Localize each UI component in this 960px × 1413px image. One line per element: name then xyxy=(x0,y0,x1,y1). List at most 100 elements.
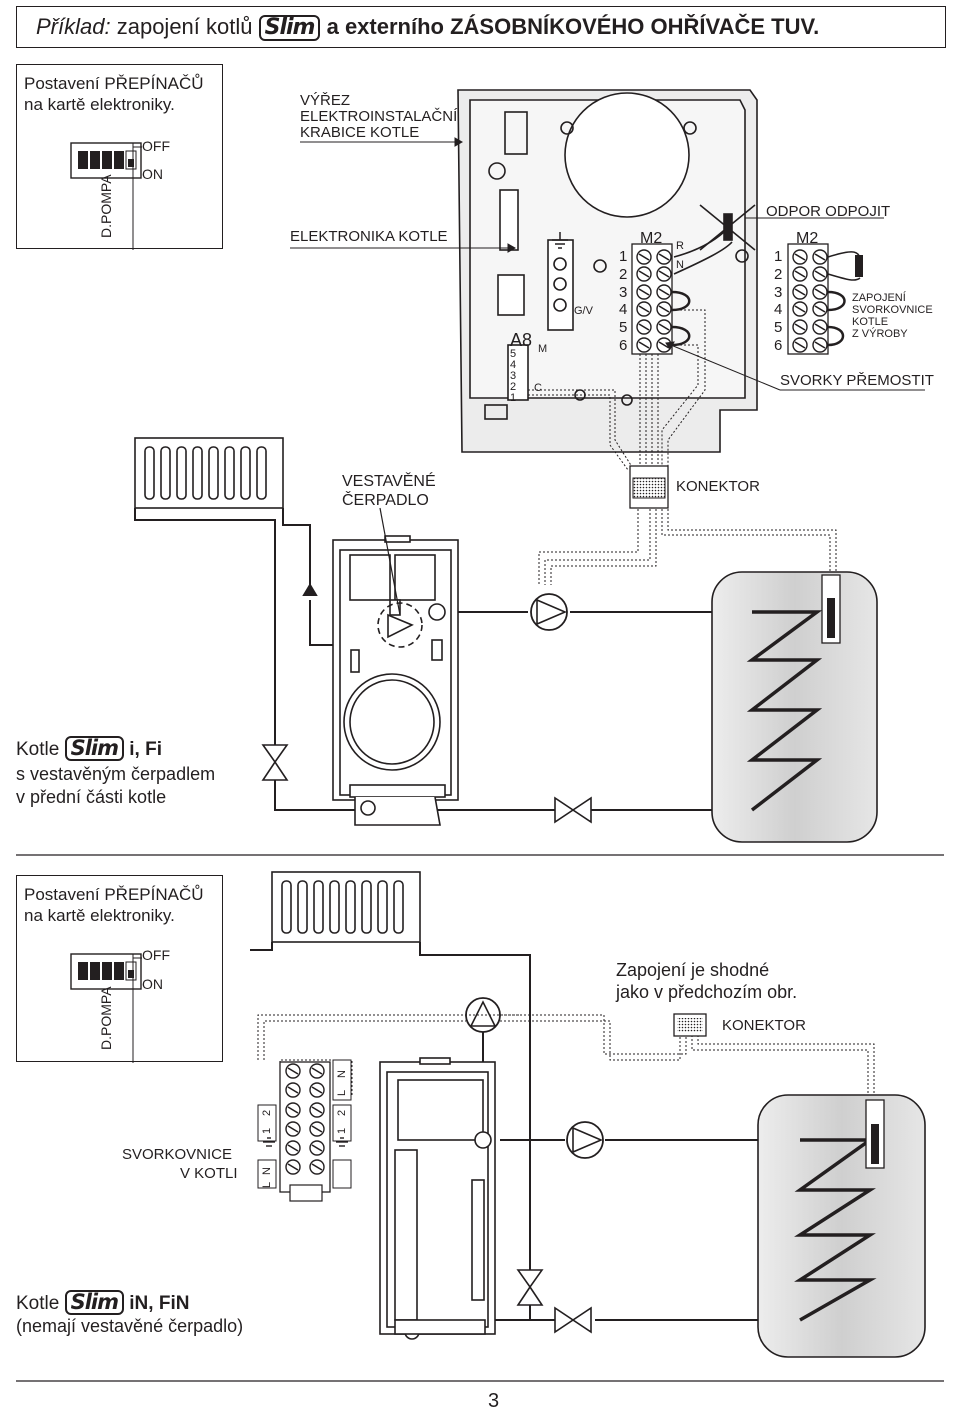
term-l-left: L xyxy=(261,1181,273,1188)
terminal-block-m2-left xyxy=(631,243,691,355)
m-label: M xyxy=(538,343,548,355)
switch-bottom-on: ON xyxy=(142,976,163,992)
m2r-term-1: 1 xyxy=(774,248,783,265)
slim-logo-top: Slim xyxy=(64,736,124,761)
valve-bottom-horizontal xyxy=(554,1306,592,1334)
a8-pin-4: 4 xyxy=(510,359,517,371)
zapojeni-line3: KOTLE xyxy=(852,316,889,328)
term-n-left: N xyxy=(261,1167,273,1175)
electronics-label: ELEKTRONIKA KOTLE xyxy=(290,228,448,245)
switch-bottom-line1: Postavení PŘEPÍNAČŮ xyxy=(24,885,204,904)
pump-top xyxy=(530,593,568,631)
svorkovnice-line1: SVORKOVNICE xyxy=(122,1146,233,1163)
terminal-strip-bottom xyxy=(257,1059,352,1202)
m2l-term-2: 2 xyxy=(619,266,628,283)
switch-top-on: ON xyxy=(142,166,163,182)
m2r-term-3: 3 xyxy=(774,284,783,301)
valve-bottom-top xyxy=(554,796,592,824)
dip-switch-top xyxy=(70,142,142,250)
r-label: R xyxy=(676,240,684,252)
boiler-top xyxy=(332,535,459,826)
switch-top-pump: D.POMPA xyxy=(98,174,114,238)
a8-pin-3: 3 xyxy=(510,370,517,382)
page-title: Příklad: zapojení kotlů Slim a externího… xyxy=(36,14,819,41)
title-suffix: a externího ZÁSOBNÍKOVÉHO OHŘÍVAČE TUV. xyxy=(326,14,820,39)
switch-panel-top xyxy=(16,64,223,250)
odpor-label: ODPOR ODPOJIT xyxy=(766,203,891,220)
ground-icon xyxy=(552,232,568,249)
m2l-term-4: 4 xyxy=(619,301,628,318)
m2l-term-1: 1 xyxy=(619,248,628,265)
switch-top-line2: na kartě elektroniky. xyxy=(24,95,175,114)
kotle-bottom-line2: (nemají vestavěné čerpadlo) xyxy=(16,1316,244,1336)
electrical-box xyxy=(457,89,758,453)
a8-label: A8 xyxy=(510,330,533,350)
cutout-line3: KRABICE KOTLE xyxy=(300,124,420,141)
m2-right-label: M2 xyxy=(796,230,819,247)
zapojeni-bottom-line2: jako v předchozím obr. xyxy=(616,982,798,1002)
switch-top-line1: Postavení PŘEPÍNAČŮ xyxy=(24,74,204,93)
m2l-term-5: 5 xyxy=(619,319,628,336)
radiator-top xyxy=(134,437,284,509)
pump-bottom-2 xyxy=(566,1121,604,1159)
m2-left-label: M2 xyxy=(640,230,663,247)
connector-top xyxy=(629,465,669,509)
a8-pin-5: 5 xyxy=(510,348,517,360)
kotle-top-line3: v přední části kotle xyxy=(16,787,167,807)
resistor-crossed-icon xyxy=(673,204,756,275)
boiler-bottom xyxy=(379,1057,496,1340)
ground-icon-bottom xyxy=(263,1137,348,1147)
valve-left-top xyxy=(261,744,289,781)
konektor-bottom-label: KONEKTOR xyxy=(722,1017,806,1034)
switch-bottom-pump: D.POMPA xyxy=(98,986,114,1050)
svorkovnice-line2: V KOTLI xyxy=(180,1165,238,1182)
valve-bottom-vertical xyxy=(516,1269,544,1306)
zapojeni-bottom-line1: Zapojení je shodné xyxy=(616,960,770,980)
zapojeni-line1: ZAPOJENÍ xyxy=(852,292,906,304)
cutout-line1: VÝŘEZ xyxy=(300,92,351,109)
term-2-right: 2 xyxy=(336,1109,348,1116)
term-l-right: L xyxy=(336,1089,348,1096)
zapojeni-line2: SVORKOVNICE xyxy=(852,304,933,316)
title-frame xyxy=(16,6,946,48)
m2r-term-2: 2 xyxy=(774,266,783,283)
kotle-bottom-title: Kotle Slim iN, FiN xyxy=(16,1290,189,1315)
switch-top-off: OFF xyxy=(142,138,170,154)
kotle-top-title: Kotle Slim i, Fi xyxy=(16,736,162,761)
kotle-bottom-model: iN, FiN xyxy=(129,1293,190,1314)
switch-bottom-off: OFF xyxy=(142,947,170,963)
m2l-term-6: 6 xyxy=(619,337,628,354)
signal-cables-bottom xyxy=(257,1014,875,1105)
title-middle: zapojení kotlů xyxy=(116,14,253,39)
c-label: C xyxy=(534,382,542,394)
radiator-bottom xyxy=(271,871,421,943)
slim-logo-bottom: Slim xyxy=(64,1290,124,1315)
tank-top xyxy=(711,571,878,843)
gv-label: G/V xyxy=(574,305,593,317)
term-1-left: 1 xyxy=(261,1127,273,1134)
cerpadlo-line1: VESTAVĚNÉ xyxy=(342,473,436,490)
slim-logo: Slim xyxy=(258,15,321,41)
a8-pin-2: 2 xyxy=(510,381,517,393)
kotle-top-line2: s vestavěným čerpadlem xyxy=(16,764,216,784)
kotle-top-label: Kotle xyxy=(16,739,60,760)
cerpadlo-line2: ČERPADLO xyxy=(342,492,429,509)
m2r-term-4: 4 xyxy=(774,301,783,318)
pump-cable-top xyxy=(379,507,401,616)
title-prefix: Příklad: xyxy=(36,14,111,39)
connector-bottom xyxy=(673,1013,707,1037)
svorky-label: SVORKY PŘEMOSTIT xyxy=(780,372,934,389)
konektor-top-label: KONEKTOR xyxy=(676,478,760,495)
tank-bottom xyxy=(757,1094,926,1358)
page-number: 3 xyxy=(488,1390,500,1412)
a8-pin-1: 1 xyxy=(510,392,517,404)
kotle-bottom-label: Kotle xyxy=(16,1293,60,1314)
n-label: N xyxy=(676,259,684,271)
terminal-block-m2-right xyxy=(787,243,863,355)
zapojeni-line4: Z VÝROBY xyxy=(852,328,908,340)
term-2-left: 2 xyxy=(261,1109,273,1116)
kotle-top-model: i, Fi xyxy=(129,739,163,760)
m2r-term-5: 5 xyxy=(774,319,783,336)
signal-cables xyxy=(528,309,837,585)
